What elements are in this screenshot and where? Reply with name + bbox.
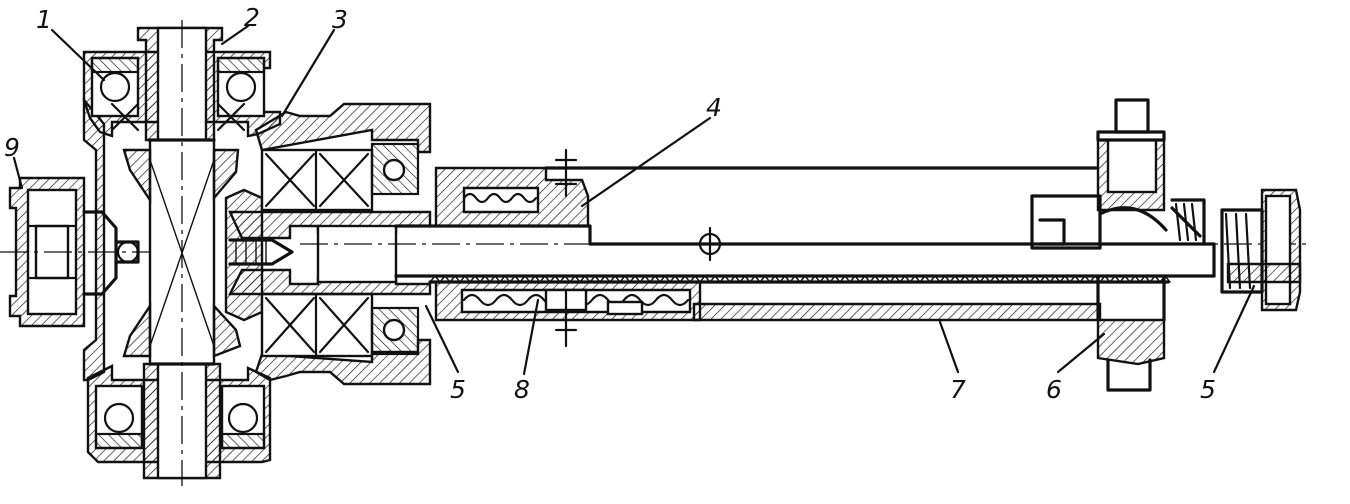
bottom-bearing <box>94 384 266 450</box>
label-6: 6 <box>1046 375 1062 404</box>
shaft-spline-teeth <box>429 275 1171 283</box>
right-nut <box>1220 188 1302 312</box>
label-1: 1 <box>36 5 52 34</box>
label-7: 7 <box>950 375 966 404</box>
leader-lines <box>12 24 1256 376</box>
left-coupling <box>0 176 150 328</box>
callout-labels: 1 2 3 4 9 5 8 7 6 5 <box>4 3 1216 404</box>
right-fitting <box>1030 98 1206 392</box>
top-bearing <box>90 56 266 132</box>
inner-bearing-block <box>260 142 420 358</box>
label-5-right: 5 <box>1200 375 1216 404</box>
label-4: 4 <box>706 93 722 122</box>
label-9: 9 <box>4 133 20 162</box>
label-8: 8 <box>514 375 530 404</box>
label-3: 3 <box>332 5 348 34</box>
vertical-shaft <box>136 20 224 486</box>
inner-sleeve <box>228 210 432 296</box>
label-5-left: 5 <box>450 375 466 404</box>
label-2: 2 <box>244 3 260 32</box>
